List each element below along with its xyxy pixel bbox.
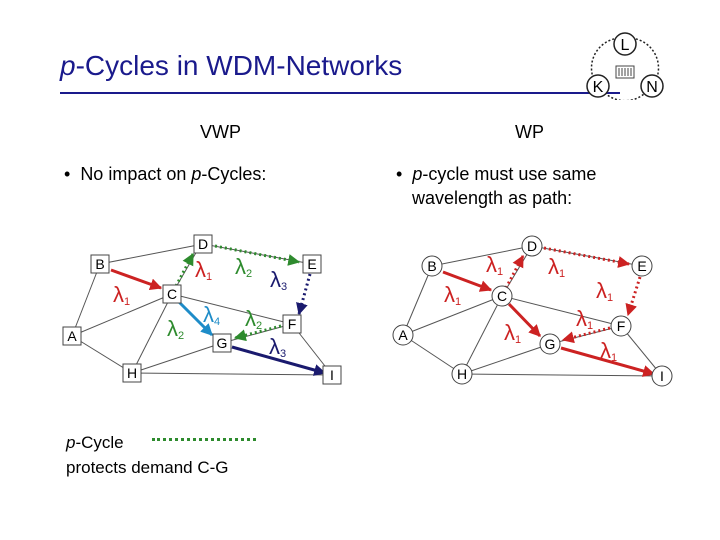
cycle-c-d-red <box>504 254 525 289</box>
vwp-network-diagram: A B C D E F G H I λ1 λ1 λ2 λ3 λ4 λ2 λ2 λ… <box>62 234 342 385</box>
node-d: D <box>527 238 537 254</box>
lambda-label: λ3 <box>270 267 287 293</box>
logo: L K N <box>586 32 664 100</box>
node-a: A <box>398 327 408 343</box>
path-c-g-blue <box>177 300 214 337</box>
cycle-c-d-green <box>174 252 195 287</box>
node-f: F <box>617 318 626 334</box>
node-g: G <box>217 335 228 351</box>
page-title: p-Cycles in WDM-Networks <box>60 50 403 81</box>
lambda-label: λ3 <box>269 334 286 360</box>
lambda-label: λ1 <box>596 278 613 304</box>
legend: p-Cycle protects demand C-G <box>66 433 229 477</box>
vwp-bullet: • No impact on p-Cycles: <box>64 164 267 184</box>
lambda-label: λ1 <box>600 338 617 364</box>
lambda-label: λ1 <box>486 252 503 278</box>
cycle-f-g-red <box>561 326 611 344</box>
node-f: F <box>288 316 297 332</box>
cycle-e-f-red <box>625 276 642 317</box>
wp-network-diagram: A B C D E F G H I λ1 λ1 λ1 λ1 λ1 λ1 λ1 <box>392 235 673 387</box>
node-e: E <box>637 258 646 274</box>
logo-label-k: K <box>593 79 604 96</box>
wp-heading: WP <box>515 122 544 142</box>
node-c: C <box>167 286 177 302</box>
wp-bullet: • p-cycle must use same wavelength as pa… <box>396 164 597 208</box>
title-rule <box>60 92 620 94</box>
node-c: C <box>497 288 507 304</box>
logo-emblem <box>615 65 635 79</box>
lambda-label: λ2 <box>245 306 262 332</box>
node-h: H <box>127 365 137 381</box>
network-nodes <box>62 234 342 385</box>
lambda-label: λ1 <box>444 282 461 308</box>
network-nodes <box>392 235 673 387</box>
node-d: D <box>198 236 208 252</box>
lambda-label: λ2 <box>235 254 252 280</box>
lambda-label: λ1 <box>504 320 521 346</box>
lambda-label: λ1 <box>113 282 130 308</box>
lambda-label: λ1 <box>576 306 593 332</box>
lambda-label: λ1 <box>548 254 565 280</box>
lambda-label: λ1 <box>195 257 212 283</box>
node-g: G <box>545 336 556 352</box>
logo-label-n: N <box>646 79 658 96</box>
node-h: H <box>457 366 467 382</box>
path-g-i-navy <box>231 345 327 376</box>
path-b-c-red <box>442 270 493 292</box>
cycle-d-e-green <box>214 244 301 266</box>
node-e: E <box>307 256 316 272</box>
path-g-i-red <box>560 346 656 377</box>
node-i: I <box>660 368 664 384</box>
lambda-label: λ4 <box>203 302 220 328</box>
path-b-c-red <box>110 268 163 290</box>
legend-dotted-line <box>152 438 256 441</box>
path-c-g-red <box>507 302 542 338</box>
lambda-label: λ2 <box>167 316 184 342</box>
node-i: I <box>330 367 334 383</box>
node-a: A <box>67 328 77 344</box>
node-b: B <box>95 256 104 272</box>
node-b: B <box>427 258 436 274</box>
cycle-e-f-navy <box>296 273 312 316</box>
vwp-heading: VWP <box>200 122 242 142</box>
logo-label-l: L <box>621 37 630 54</box>
